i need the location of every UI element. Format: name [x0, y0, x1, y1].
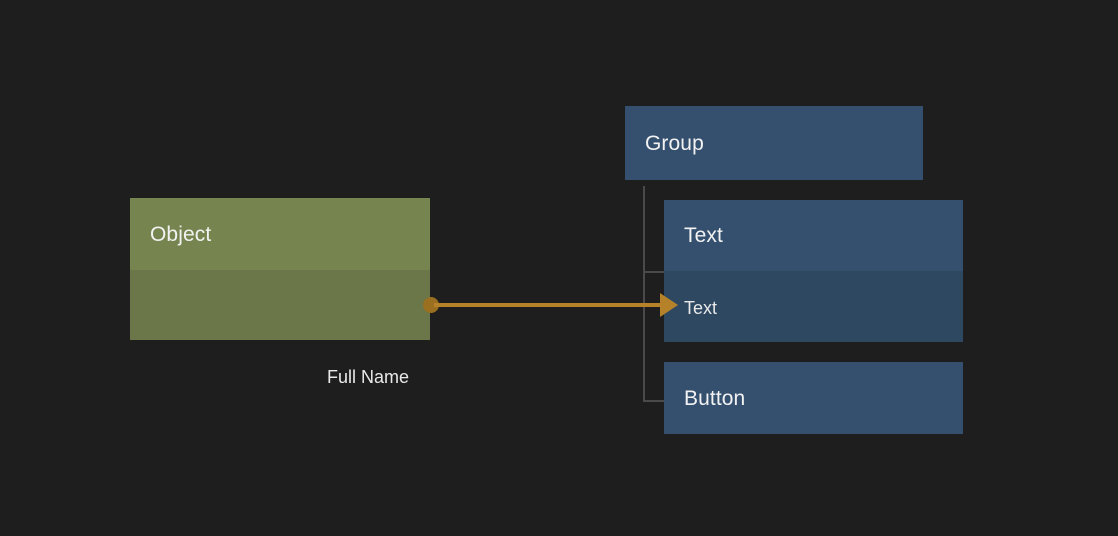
node-text-body: Text [664, 271, 963, 342]
output-socket-full-name[interactable] [423, 297, 439, 313]
node-text-header[interactable]: Text [664, 200, 963, 271]
node-object-title: Object [150, 222, 212, 246]
node-button-header[interactable]: Button [664, 362, 963, 434]
node-text[interactable]: Text Text [664, 200, 963, 342]
tree-branch-to-text [643, 271, 664, 273]
tree-branch-to-button [643, 400, 664, 402]
node-group-header[interactable]: Group [625, 106, 923, 180]
port-label-full-name: Full Name [326, 367, 409, 387]
node-button[interactable]: Button [664, 362, 963, 434]
connection-wire-object-to-text[interactable] [434, 293, 678, 317]
tree-trunk-line [643, 186, 645, 402]
node-object-header[interactable]: Object [130, 198, 430, 270]
node-object[interactable]: Object Full Name [130, 198, 430, 386]
node-button-title: Button [684, 386, 746, 410]
node-group-title: Group [645, 131, 704, 155]
node-text-title: Text [684, 224, 723, 247]
node-group[interactable]: Group [625, 106, 923, 180]
port-label-text-input: Text [684, 298, 718, 318]
port-row-text-input[interactable]: Text [684, 299, 717, 317]
node-object-body: Full Name [130, 270, 430, 386]
port-row-full-name[interactable]: Full Name [327, 368, 409, 386]
